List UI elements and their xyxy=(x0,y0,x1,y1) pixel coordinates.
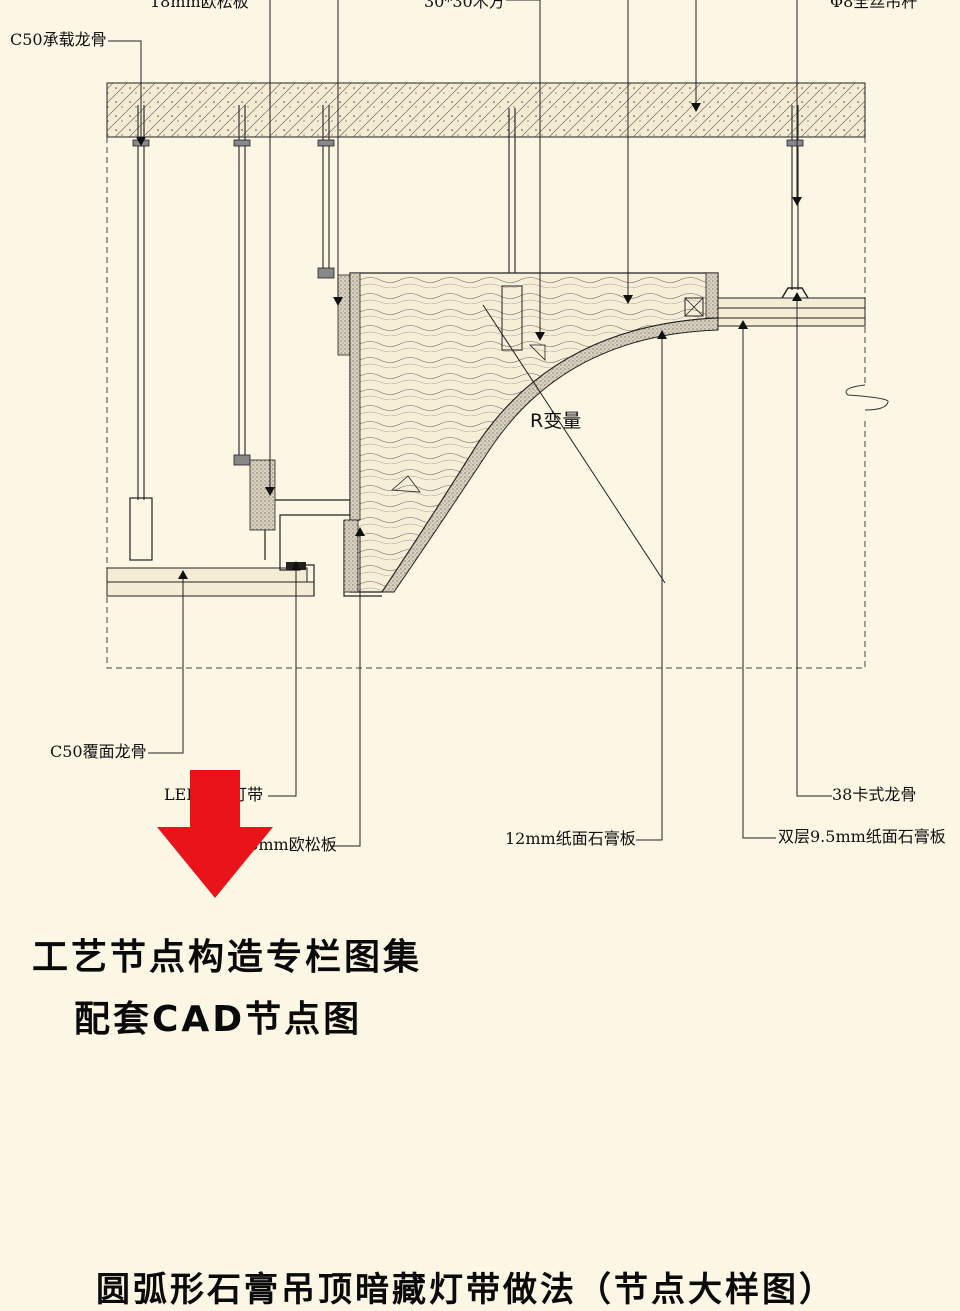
osb-top-right xyxy=(705,272,719,319)
title-line-1: 工艺节点构造专栏图集 xyxy=(32,937,423,978)
red-arrow-icon xyxy=(157,770,273,898)
double-gypsum-bottom xyxy=(717,307,866,319)
title-line-2: 配套CAD节点图 xyxy=(74,999,363,1040)
break-line xyxy=(845,384,889,411)
double-gypsum-top xyxy=(717,297,866,309)
curved-gypsum-board xyxy=(381,317,719,593)
detail-boundary xyxy=(106,137,866,669)
label-38-keel: 38卡式龙骨 xyxy=(832,785,917,804)
leader-lines xyxy=(108,0,832,847)
label-c50-main-keel: C50承载龙骨 xyxy=(10,30,107,49)
label-18mm-osb-top: 18mm欧松板 xyxy=(150,0,249,11)
label-18mm-osb-bottom: 18mm欧松板 xyxy=(238,835,337,854)
label-c50-cover-keel: C50覆面龙骨 xyxy=(50,742,147,761)
osb-upright-left xyxy=(249,459,276,531)
concrete-slab xyxy=(106,82,866,138)
ceiling-node-drawing xyxy=(106,0,889,847)
keel-38-clip xyxy=(781,287,809,299)
wood-batten xyxy=(684,297,704,317)
flat-gypsum-board xyxy=(106,567,308,583)
c50-clip xyxy=(129,497,153,561)
label-12mm-gypsum: 12mm纸面石膏板 xyxy=(505,829,636,848)
label-radius: R变量 xyxy=(530,410,582,432)
leader-arrowheads xyxy=(136,103,802,579)
wood-core xyxy=(349,272,719,593)
bottom-title: 圆弧形石膏吊顶暗藏灯带做法（节点大样图） xyxy=(96,1270,836,1310)
label-phi8-rod: Φ8全丝吊杆 xyxy=(830,0,918,11)
radius-line xyxy=(482,304,666,584)
label-double-gypsum: 双层9.5mm纸面石膏板 xyxy=(778,827,946,846)
label-30x30-wood: 30*30木方 xyxy=(424,0,505,11)
osb-left-face xyxy=(349,272,361,521)
